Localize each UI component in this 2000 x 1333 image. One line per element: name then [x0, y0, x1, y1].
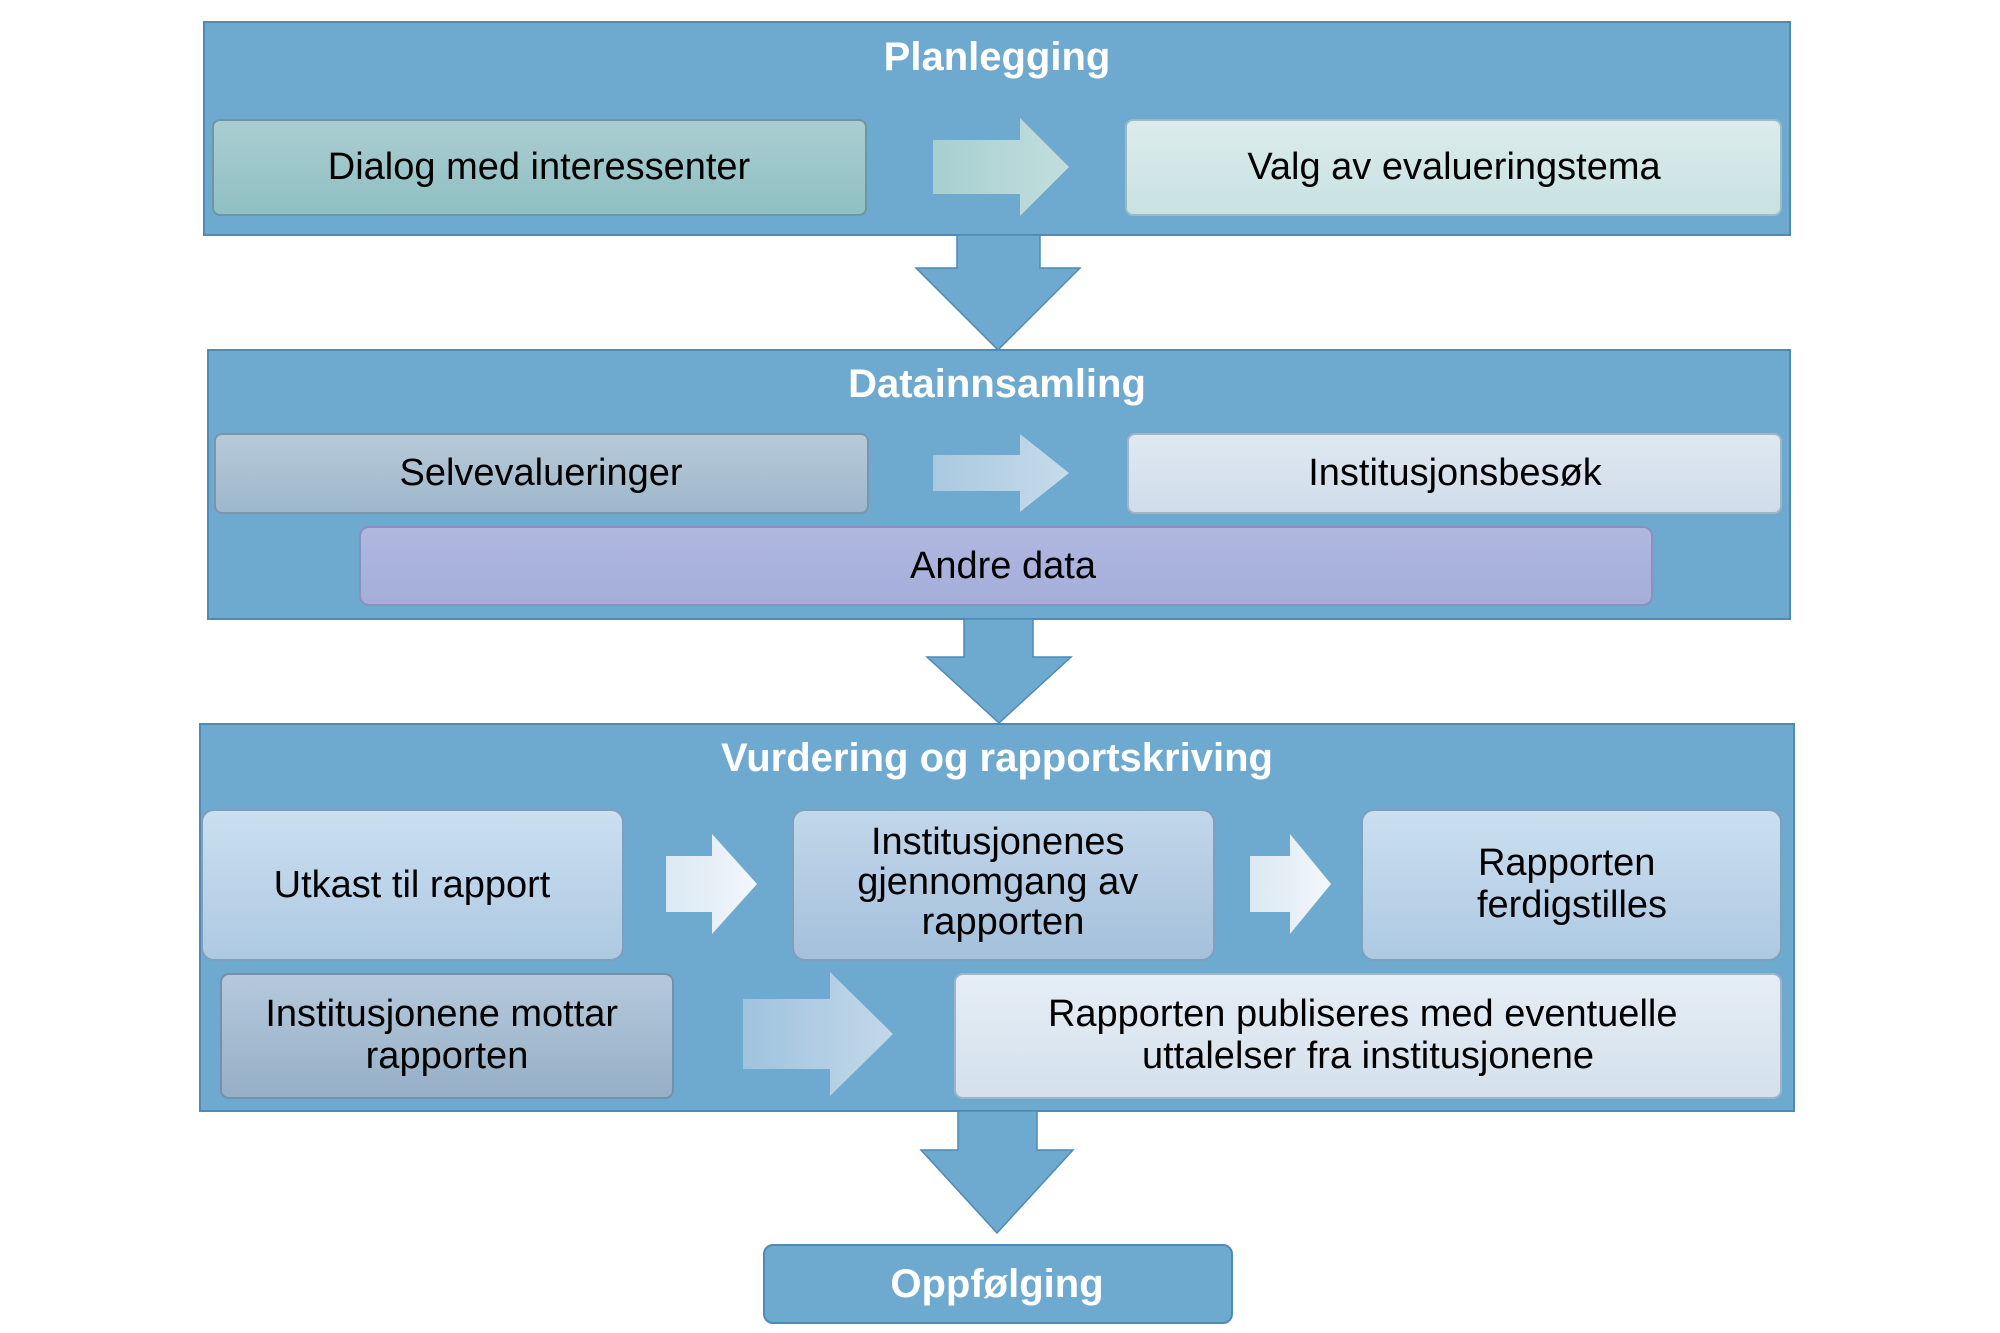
step-report-published-label: Rapporten publiseres med eventuelle utta…: [1048, 993, 1688, 1077]
step-dialog-label: Dialog med interessenter: [328, 146, 751, 188]
stage-planning-title: Planlegging: [884, 35, 1111, 79]
step-institution-visit-box: Institusjonsbesøk: [1127, 433, 1782, 514]
step-institutions-receive-box: Institusjonene mottar rapporten: [220, 973, 674, 1099]
stage-assessment-title: Vurdering og rapportskriving: [721, 736, 1273, 780]
stage-follow-up: Oppfølging: [763, 1244, 1233, 1324]
arrow-right-planning: [933, 118, 1069, 216]
step-report-finalized-box: Rapporten ferdigstilles: [1361, 809, 1782, 961]
step-institution-review-label: Institusjonenes gjennomgang av rapporten: [857, 821, 1149, 943]
step-institution-visit-label: Institusjonsbesøk: [1308, 452, 1603, 494]
step-topic-label: Valg av evalueringstema: [1247, 146, 1661, 188]
arrow-down-3: [919, 1110, 1075, 1235]
arrow-down-2: [925, 618, 1073, 725]
arrow-right-assessment-1: [666, 834, 757, 934]
stage-data-collection-title: Datainnsamling: [848, 362, 1146, 406]
step-self-evaluation-box: Selvevalueringer: [214, 433, 869, 514]
step-report-published-box: Rapporten publiseres med eventuelle utta…: [954, 973, 1782, 1099]
stage-data-collection: Datainnsamling Selvevalueringer Institus…: [207, 349, 1791, 620]
step-other-data-label: Andre data: [910, 545, 1097, 587]
step-draft-report-box: Utkast til rapport: [201, 809, 624, 961]
step-other-data-box: Andre data: [359, 526, 1653, 606]
step-institutions-receive-label: Institusjonene mottar rapporten: [265, 993, 628, 1077]
step-institution-review-box: Institusjonenes gjennomgang av rapporten: [792, 809, 1215, 961]
arrow-right-assessment-2: [1250, 834, 1331, 934]
step-draft-report-label: Utkast til rapport: [274, 864, 551, 906]
stage-assessment: Vurdering og rapportskriving Utkast til …: [199, 723, 1795, 1112]
arrow-right-assessment-3: [743, 972, 893, 1096]
step-dialog-box: Dialog med interessenter: [212, 119, 867, 216]
arrow-right-data: [933, 434, 1069, 512]
step-topic-box: Valg av evalueringstema: [1125, 119, 1782, 216]
stage-follow-up-title: Oppfølging: [890, 1262, 1103, 1306]
step-report-finalized-label: Rapporten ferdigstilles: [1477, 842, 1667, 926]
arrow-down-1: [914, 234, 1082, 352]
stage-planning: Planlegging Dialog med interessenter Val…: [203, 21, 1791, 236]
step-self-evaluation-label: Selvevalueringer: [399, 452, 682, 494]
stage-follow-up-box: [763, 1244, 1233, 1324]
